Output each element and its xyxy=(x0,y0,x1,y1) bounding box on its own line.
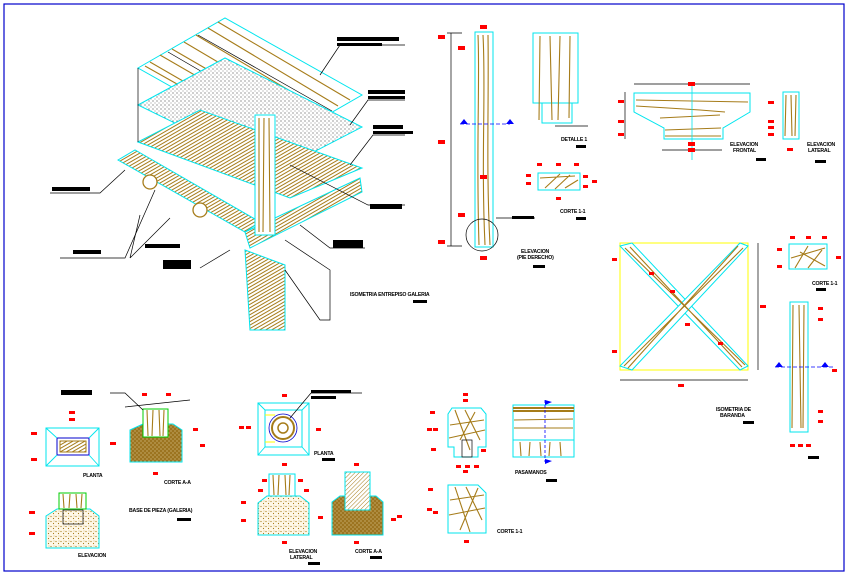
base-section-title: CORTE A-A xyxy=(164,480,191,486)
base2-section-title: CORTE A-A xyxy=(355,549,382,555)
railing-section-title: CORTE 1-1 xyxy=(812,281,838,287)
isometric-floor-drawing: ISOMETRIA ENTREPISO GALERIA xyxy=(50,17,430,331)
bracket-front-title: ELEVACION xyxy=(730,142,759,148)
railing-section-drawing: CORTE 1-1 xyxy=(775,236,841,459)
bracket-side-title: ELEVACION xyxy=(807,142,836,148)
base2-elevation-drawing: ELEVACION LATERAL xyxy=(241,463,323,565)
label-tag xyxy=(337,43,382,46)
vertical-post xyxy=(254,114,276,236)
base2-plan-drawing: PLANTA xyxy=(239,390,362,461)
base2-section-drawing: CORTE A-A xyxy=(331,463,402,559)
post-elevation-drawing: ELEVACION (PIE DERECHO) xyxy=(438,25,554,268)
bracket-front-elevation-drawing: ELEVACION FRONTAL xyxy=(618,82,766,161)
base-plan-drawing: PLANTA xyxy=(31,411,116,479)
handrail-section-drawing: CORTE 1-1 xyxy=(427,484,523,543)
detail-1-title: DETALLE 1 xyxy=(561,137,587,143)
base2-plan-title: PLANTA xyxy=(314,451,334,457)
scale-tag xyxy=(413,300,427,303)
post-elevation-subtitle: (PIE DERECHO) xyxy=(517,255,554,261)
label-tag xyxy=(368,96,405,99)
post-elevation-title: ELEVACION xyxy=(521,249,550,255)
sheet-border xyxy=(3,3,845,572)
label-tag xyxy=(163,260,191,269)
railing-subtitle: BARANDA xyxy=(720,413,745,419)
detail-1-drawing: DETALLE 1 xyxy=(532,32,588,148)
bracket-front-subtitle: FRONTAL xyxy=(733,148,757,154)
base-plan-title: PLANTA xyxy=(83,473,103,479)
lower-post xyxy=(244,249,286,331)
railing-drawing: ISOMETRIA DE BARANDA xyxy=(612,242,766,424)
label-tag xyxy=(373,131,413,134)
label-tag xyxy=(370,204,402,209)
label-tag xyxy=(52,187,90,191)
base2-elevation-title: ELEVACION xyxy=(289,549,318,555)
label-tag xyxy=(368,90,405,94)
label-tag xyxy=(333,240,363,248)
base-elevation-drawing: ELEVACION BASE DE PIEZA (GALERIA) xyxy=(29,492,193,559)
post-section-drawing: CORTE 1-1 xyxy=(526,163,597,220)
base-group-title: BASE DE PIEZA (GALERIA) xyxy=(129,508,193,514)
post-section-title: CORTE 1-1 xyxy=(560,209,586,215)
base-elevation-title: ELEVACION xyxy=(78,553,107,559)
handrail-title: PASAMANOS xyxy=(515,470,547,476)
label-tag xyxy=(337,37,399,41)
bracket-side-subtitle: LATERAL xyxy=(808,148,831,154)
subfloor-planks xyxy=(136,109,364,199)
base-section-drawing: CORTE A-A xyxy=(61,390,205,486)
handrail-elevation-drawing: PASAMANOS xyxy=(512,400,575,482)
railing-title: ISOMETRIA DE xyxy=(716,407,752,413)
label-tag xyxy=(145,244,180,248)
bracket-side-elevation-drawing: ELEVACION LATERAL xyxy=(768,91,836,163)
handrail-profile-drawing xyxy=(427,393,487,473)
isometric-title: ISOMETRIA ENTREPISO GALERIA xyxy=(350,292,430,298)
label-tag xyxy=(73,250,101,254)
base2-elevation-subtitle: LATERAL xyxy=(290,555,313,561)
handrail-section-title: CORTE 1-1 xyxy=(497,529,523,535)
label-tag xyxy=(373,125,403,129)
